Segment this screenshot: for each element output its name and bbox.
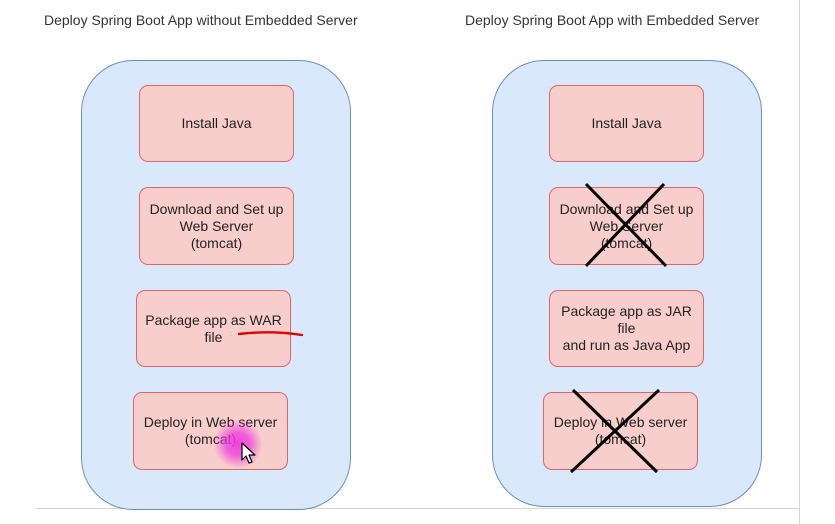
divider-vertical [799, 0, 800, 524]
right-step-deploy-web-server: Deploy in Web server (tomcat) [543, 392, 698, 470]
left-step-setup-web-server: Download and Set up Web Server (tomcat) [139, 187, 294, 265]
right-step-setup-web-server: Download and Set up Web Server (tomcat) [549, 187, 704, 265]
left-step-install-java: Install Java [139, 85, 294, 162]
divider-horizontal [36, 508, 800, 509]
cursor-highlight [214, 420, 262, 468]
right-step-package-jar: Package app as JAR file and run as Java … [549, 290, 704, 367]
left-step-package-war: Package app as WAR file [136, 290, 291, 367]
left-step-deploy-web-server: Deploy in Web server (tomcat) [133, 392, 288, 470]
right-panel-title: Deploy Spring Boot App with Embedded Ser… [465, 12, 760, 28]
right-step-install-java: Install Java [549, 85, 704, 162]
cursor-arrow-icon [241, 442, 256, 464]
left-panel-title: Deploy Spring Boot App without Embedded … [44, 12, 358, 28]
